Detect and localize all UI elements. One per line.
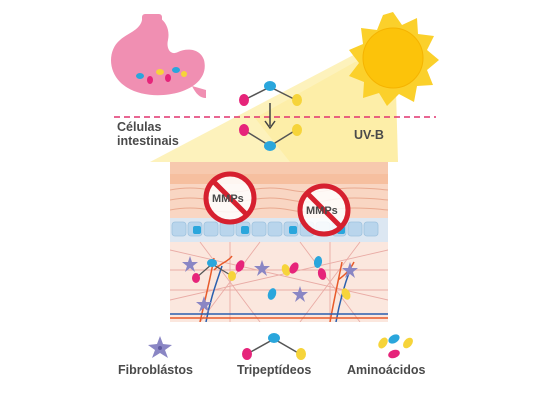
arrow-down xyxy=(264,103,276,130)
tripeptide-icon xyxy=(242,333,306,360)
intestinal-cells-label: Células intestinais xyxy=(117,120,179,148)
uvb-label: UV-B xyxy=(354,128,384,142)
tripeptide-icon xyxy=(239,124,302,151)
legend-tripeptides: Tripeptídeos xyxy=(237,363,312,377)
legend-amino-acids: Aminoácidos xyxy=(347,363,426,377)
no-sign-icon xyxy=(297,183,351,237)
stomach-icon xyxy=(111,14,206,98)
fibroblast-icon xyxy=(148,336,172,358)
amino-acid-icon xyxy=(378,334,413,359)
tripeptide-icon xyxy=(239,81,302,106)
uv-beam-upper xyxy=(255,55,398,162)
sun-icon xyxy=(349,12,439,106)
no-sign-icon xyxy=(203,171,257,225)
legend-fibroblasts: Fibroblástos xyxy=(118,363,194,377)
mmps-label-left: MMPs xyxy=(212,193,244,205)
mmps-label-right: MMPs xyxy=(306,205,338,217)
skin-cross-section xyxy=(170,162,388,322)
